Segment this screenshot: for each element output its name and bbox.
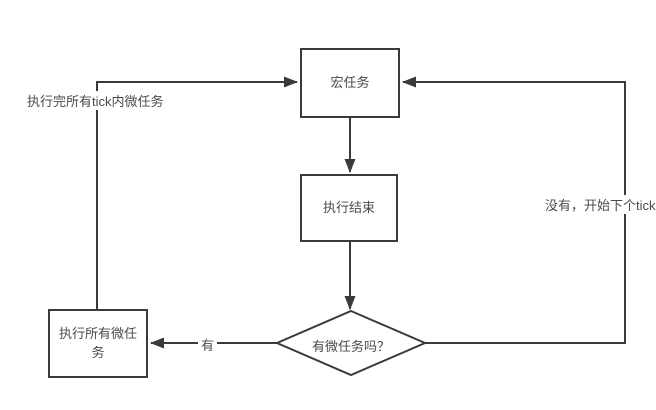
node-macro-task-label: 宏任务 (330, 74, 370, 90)
decision-diamond-label: 有微任务吗？ (311, 339, 390, 354)
edge-label-after-all-tick-microtasks[interactable]: 执行完所有tick内微任务 (25, 91, 166, 110)
node-run-all-microtasks-label: 执行所有微任务 (58, 325, 137, 360)
node-macro-task[interactable]: 宏任务 (300, 48, 400, 118)
edge-microtasks-to-macro[interactable] (96, 76, 298, 309)
edge-label-no-start-next-tick[interactable]: 没有，开始下个tick (543, 195, 656, 214)
node-execution-end[interactable]: 执行结束 (300, 174, 398, 242)
decision-diamond[interactable] (274, 309, 428, 377)
edge-label-yes[interactable]: 有 (198, 335, 218, 354)
node-run-all-microtasks[interactable]: 执行所有微任务 (48, 309, 148, 378)
node-execution-end-label: 执行结束 (322, 199, 375, 215)
